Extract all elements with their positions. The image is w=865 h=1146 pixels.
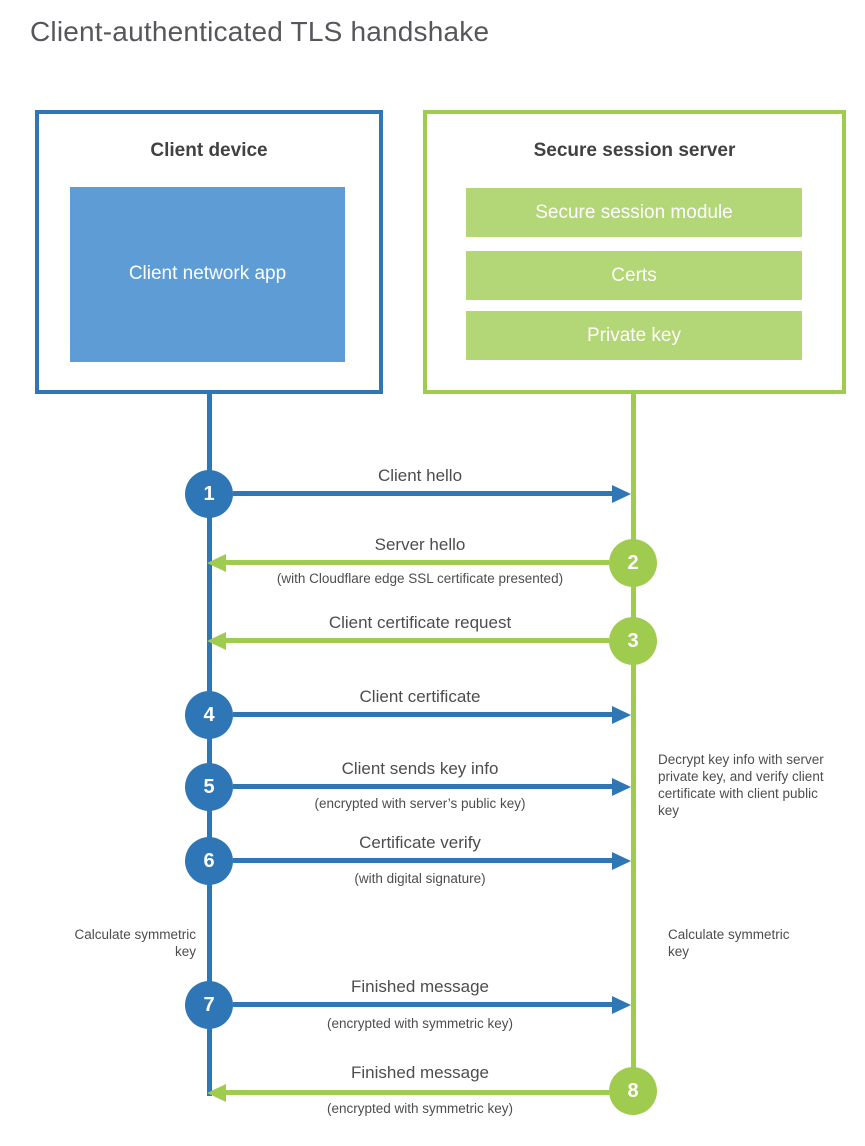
step-2-arrow-shaft	[223, 560, 609, 565]
page-title: Client-authenticated TLS handshake	[30, 16, 490, 47]
step-4-arrowhead-right-icon	[612, 706, 631, 724]
client-device-title: Client device	[150, 140, 268, 161]
step-7-badge: 7	[185, 981, 233, 1029]
step-5-arrow-shaft	[233, 784, 616, 789]
server-box: Secure session server Secure session mod…	[423, 110, 846, 394]
step-6-sublabel: (with digital signature)	[354, 871, 486, 886]
step-6-label: Certificate verify	[359, 833, 481, 852]
step-8-arrowhead-left-icon	[207, 1084, 226, 1102]
step-3-badge: 3	[609, 617, 657, 665]
step-4-arrow-shaft	[233, 712, 616, 717]
step-8-arrow-shaft	[223, 1090, 609, 1095]
client-calc-symmetric-key-note: Calculate symmetric key	[74, 927, 196, 959]
step-5-sublabel: (encrypted with server’s public key)	[314, 796, 526, 811]
client-device-box: Client device Client network app	[35, 110, 383, 394]
step-3-arrowhead-left-icon	[207, 632, 226, 650]
step-1-arrowhead-right-icon	[612, 485, 631, 503]
step-2-badge: 2	[609, 539, 657, 587]
step-5-label: Client sends key info	[341, 759, 499, 778]
server-lifeline	[631, 394, 636, 1091]
step-8-badge: 8	[609, 1067, 657, 1115]
step-4-badge: 4	[185, 691, 233, 739]
client-network-app-box: Client network app	[70, 187, 345, 362]
step-1-badge: 1	[185, 470, 233, 518]
server-title: Secure session server	[533, 140, 736, 161]
step-7-sublabel: (encrypted with symmetric key)	[326, 1016, 514, 1031]
step-6-arrow-shaft	[233, 858, 616, 863]
server-module-secure-session: Secure session module	[466, 188, 802, 237]
step-5-badge: 5	[185, 763, 233, 811]
server-module-certs: Certs	[466, 251, 802, 300]
step-2-label: Server hello	[374, 535, 466, 554]
step-7-arrow-shaft	[233, 1002, 616, 1007]
step-1-arrow-shaft	[233, 491, 616, 496]
step-8-label: Finished message	[351, 1063, 489, 1082]
server-decrypt-note: Decrypt key info with server private key…	[658, 752, 824, 818]
step-4-label: Client certificate	[359, 687, 481, 706]
server-module-private-key: Private key	[466, 311, 802, 360]
step-2-arrowhead-left-icon	[207, 554, 226, 572]
step-7-arrowhead-right-icon	[612, 996, 631, 1014]
server-calc-symmetric-key-note: Calculate symmetric key	[668, 927, 790, 959]
step-6-badge: 6	[185, 837, 233, 885]
step-8-sublabel: (encrypted with symmetric key)	[326, 1101, 514, 1116]
client-lifeline	[207, 394, 212, 1096]
step-3-label: Client certificate request	[328, 613, 512, 632]
step-2-sublabel: (with Cloudflare edge SSL certificate pr…	[276, 571, 564, 586]
step-3-arrow-shaft	[223, 638, 609, 643]
step-6-arrowhead-right-icon	[612, 852, 631, 870]
step-7-label: Finished message	[351, 977, 489, 996]
step-1-label: Client hello	[377, 466, 463, 485]
step-5-arrowhead-right-icon	[612, 778, 631, 796]
